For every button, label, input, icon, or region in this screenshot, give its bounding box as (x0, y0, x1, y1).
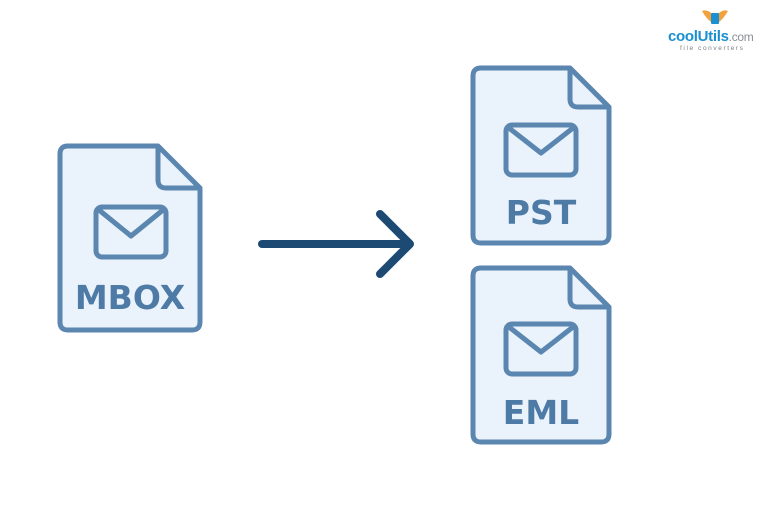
arrow-right-icon (258, 210, 414, 278)
file-corner-fold (567, 68, 609, 110)
envelope-icon (503, 321, 579, 377)
envelope-icon (503, 122, 579, 178)
logo-tagline: file converters (680, 45, 745, 52)
file-document-icon (470, 65, 612, 246)
winged-file-icon (702, 10, 728, 24)
file-corner-fold (567, 268, 609, 310)
target-file-node-eml: EML (470, 265, 612, 445)
logo-wordmark: coolUtils.com (668, 28, 754, 45)
coolutils-logo: coolUtils.com file converters (668, 8, 762, 52)
source-file-label: MBOX (75, 278, 185, 317)
source-file-node: MBOX (57, 143, 203, 333)
file-document-icon (470, 265, 612, 445)
envelope-icon (93, 204, 169, 260)
file-corner-fold (155, 146, 200, 191)
logo-wordmark-utils: Utils (697, 28, 729, 45)
target-file-label-pst: PST (506, 193, 577, 232)
logo-wordmark-cool: cool (668, 28, 698, 45)
target-file-node-pst: PST (470, 65, 612, 246)
logo-wordmark-domain: .com (728, 30, 754, 44)
target-file-label-eml: EML (503, 393, 579, 432)
